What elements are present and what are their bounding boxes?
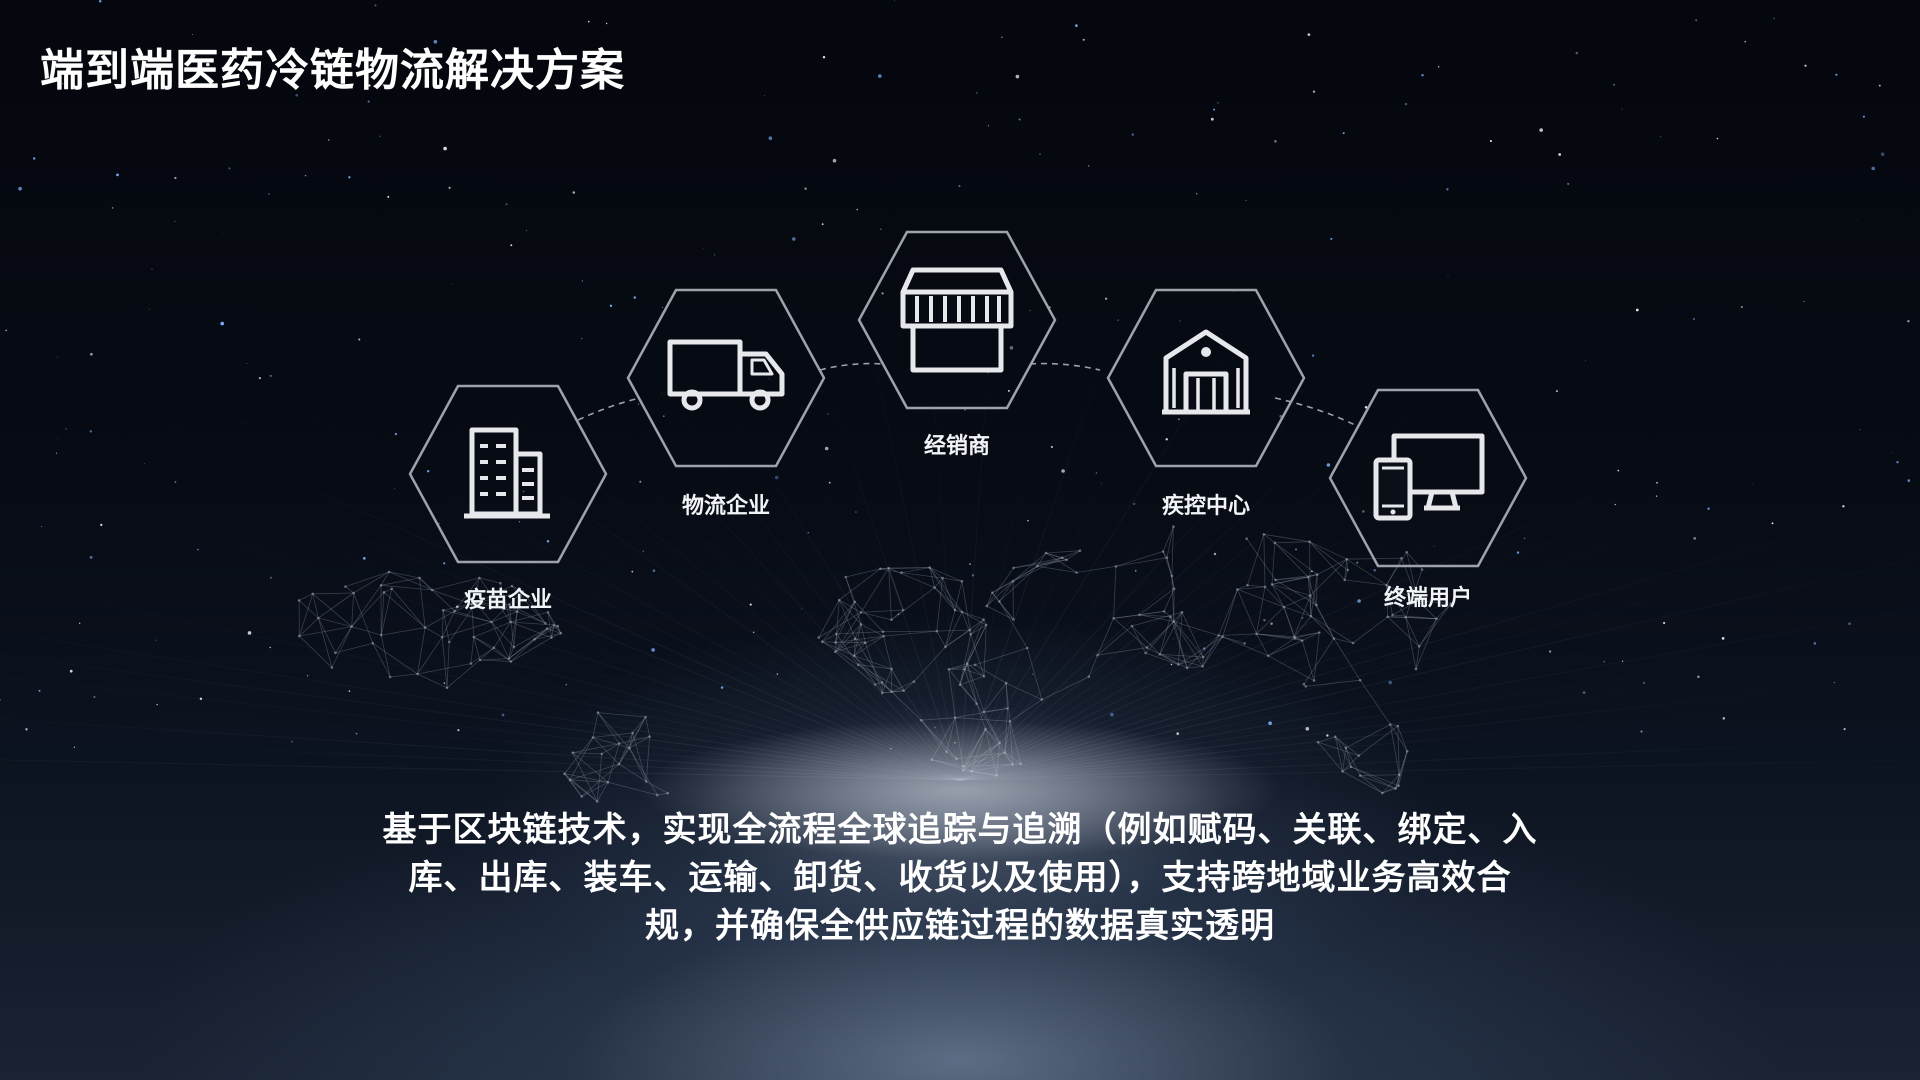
node-end-user [1328, 388, 1528, 568]
node-distributor [857, 230, 1057, 410]
warehouse-icon [1106, 288, 1306, 468]
node-disease-control-center [1106, 288, 1306, 468]
node-vaccine-enterprise [408, 384, 608, 564]
world-network-map [297, 525, 1453, 803]
node-label-disease-control-center: 疾控中心 [1161, 494, 1250, 519]
devices-icon [1328, 388, 1528, 568]
node-logistics-enterprise [626, 288, 826, 468]
node-label-distributor: 经销商 [923, 434, 990, 459]
connector-arcs [577, 362, 1356, 426]
node-label-vaccine-enterprise: 疫苗企业 [463, 588, 552, 613]
store-icon [857, 230, 1057, 410]
building-icon [408, 384, 608, 564]
truck-icon [626, 288, 826, 468]
description-text: 基于区块链技术，实现全流程全球追踪与追溯（例如赋码、关联、绑定、入库、出库、装车… [382, 810, 1538, 946]
page-title: 端到端医药冷链物流解决方案 [40, 45, 625, 96]
node-label-logistics-enterprise: 物流企业 [681, 494, 770, 519]
horizon-glow [640, 720, 1280, 860]
node-label-end-user: 终端用户 [1383, 586, 1472, 611]
